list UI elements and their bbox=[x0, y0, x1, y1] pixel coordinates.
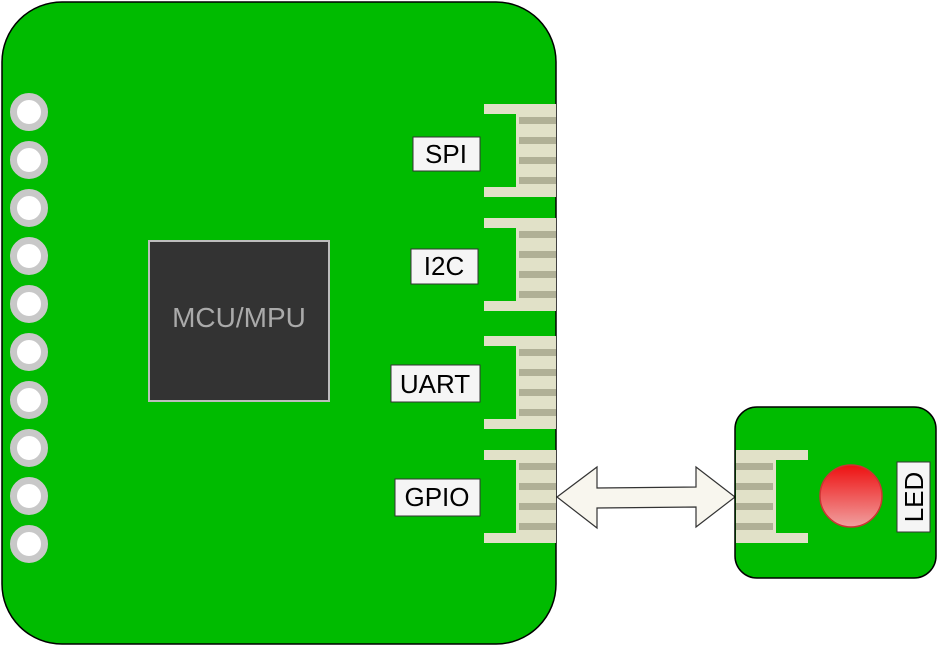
connector-spi: SPI bbox=[412, 104, 556, 197]
pin-hole bbox=[10, 333, 48, 371]
pin-hole bbox=[10, 429, 48, 467]
connector-spi-label-box bbox=[412, 136, 481, 172]
connector-gpio: GPIO bbox=[394, 450, 556, 543]
pin-hole bbox=[10, 381, 48, 419]
mcu-chip: MCU/MPU bbox=[148, 240, 330, 402]
led-label: LED bbox=[899, 472, 929, 523]
led-light bbox=[819, 464, 883, 528]
connector-i2c-label-box bbox=[410, 248, 479, 285]
connector-uart-label-box bbox=[390, 364, 481, 403]
led-module: LED bbox=[734, 406, 937, 579]
connector-spi-label: SPI bbox=[425, 139, 467, 169]
bidirectional-arrow bbox=[556, 465, 736, 530]
pin-hole bbox=[10, 93, 48, 131]
mcu-chip-label: MCU/MPU bbox=[172, 302, 306, 333]
connector-gpio-label: GPIO bbox=[404, 482, 469, 512]
led-module-connector bbox=[736, 450, 808, 543]
connector-uart-label: UART bbox=[400, 369, 470, 399]
pin-hole bbox=[10, 141, 48, 179]
pin-hole bbox=[10, 189, 48, 227]
pin-hole bbox=[10, 525, 48, 563]
connector-uart: UART bbox=[390, 336, 556, 429]
pin-hole bbox=[10, 237, 48, 275]
connector-gpio-label-box bbox=[394, 478, 481, 517]
connector-i2c-label: I2C bbox=[424, 251, 464, 281]
led-label-box bbox=[896, 461, 931, 533]
main-board: MCU/MPU SPI I2C UA bbox=[1, 1, 557, 645]
connector-i2c: I2C bbox=[410, 218, 556, 311]
pin-hole bbox=[10, 477, 48, 515]
pin-hole bbox=[10, 285, 48, 323]
pin-header bbox=[10, 93, 48, 563]
